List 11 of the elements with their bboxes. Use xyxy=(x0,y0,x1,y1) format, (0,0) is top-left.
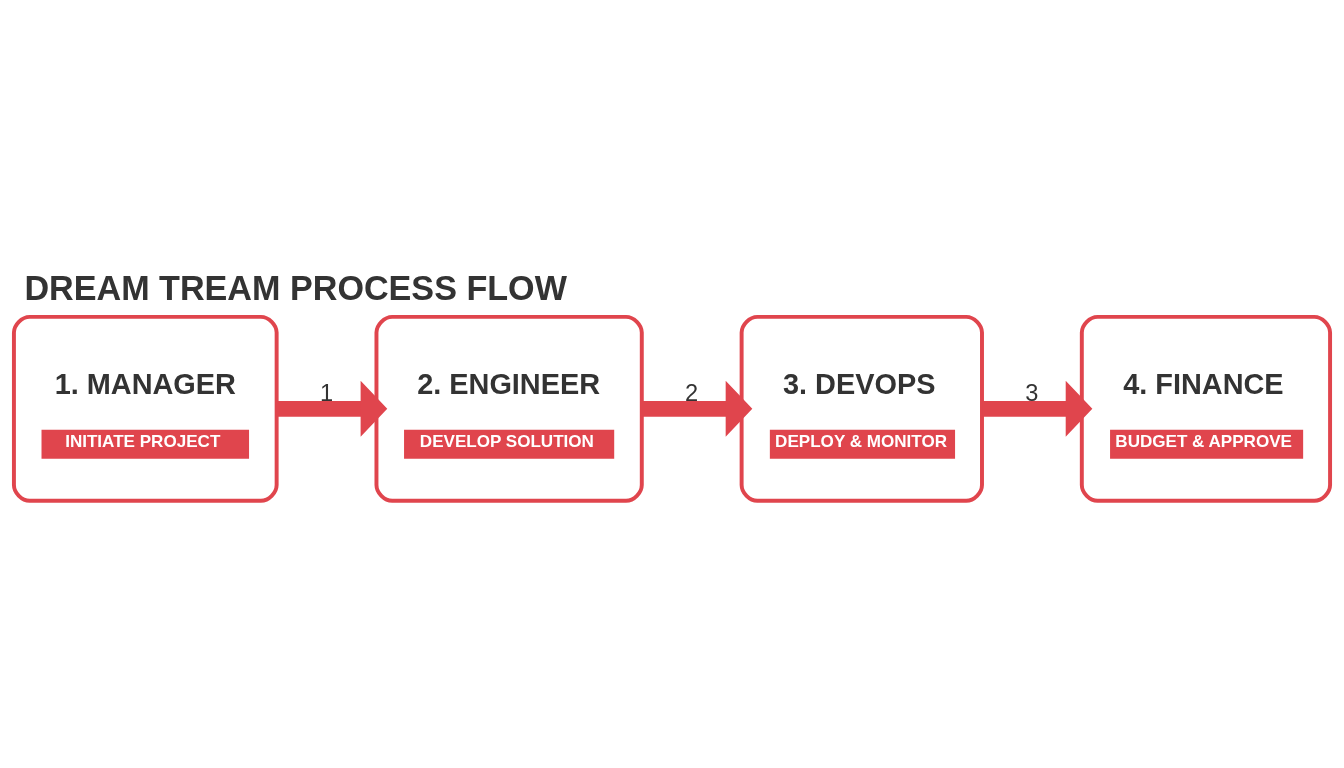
arrow xyxy=(642,380,753,437)
node-box: 2. ENGINEER DEVELOP SOLUTION xyxy=(374,314,644,503)
node-box: 1. MANAGER INITIATE PROJECT xyxy=(11,314,279,503)
diagram-title: DREAM TREAM PROCESS FLOW xyxy=(24,268,567,307)
arrow xyxy=(277,380,388,437)
edge-label: 1 xyxy=(319,379,334,406)
node-box: 3. DEVOPS DEPLOY & MONITOR xyxy=(739,314,984,503)
arrow xyxy=(982,380,1093,437)
node-box: 4. FINANCE BUDGET & APPROVE xyxy=(1079,314,1333,503)
edge-label: 3 xyxy=(1025,379,1039,406)
edge-label: 2 xyxy=(685,379,699,406)
